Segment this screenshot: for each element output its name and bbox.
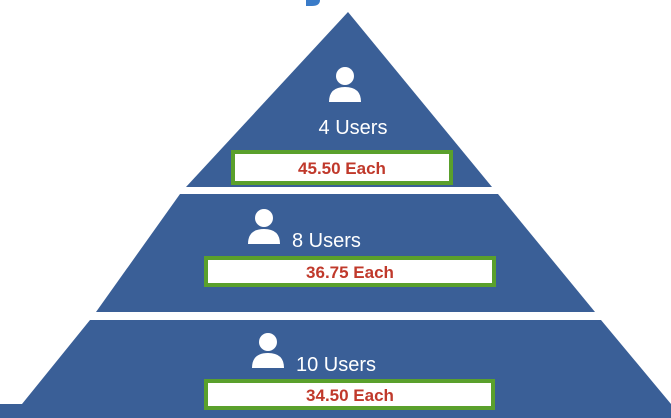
user-icon <box>329 67 361 102</box>
user-icon <box>248 209 280 244</box>
price-label: 34.50 Each <box>306 386 394 405</box>
tier-label: 10 Users <box>296 354 376 376</box>
price-box <box>231 150 453 185</box>
price-box <box>204 379 495 410</box>
price-label: 36.75 Each <box>306 263 394 282</box>
tier-3-band <box>0 320 671 418</box>
clipped-heading-fragment <box>306 0 320 6</box>
price-box <box>204 256 496 287</box>
tier-8-users: 8 Users 36.75 Each <box>96 194 595 312</box>
tier-label: 4 Users <box>319 117 388 139</box>
price-label: 45.50 Each <box>298 159 386 178</box>
tier-10-users: 10 Users 34.50 Each <box>0 320 671 418</box>
tier-2-band <box>96 194 595 312</box>
tier-4-users: 4 Users 45.50 Each <box>186 12 492 187</box>
user-icon <box>252 333 284 368</box>
tier-label: 8 Users <box>292 230 361 252</box>
